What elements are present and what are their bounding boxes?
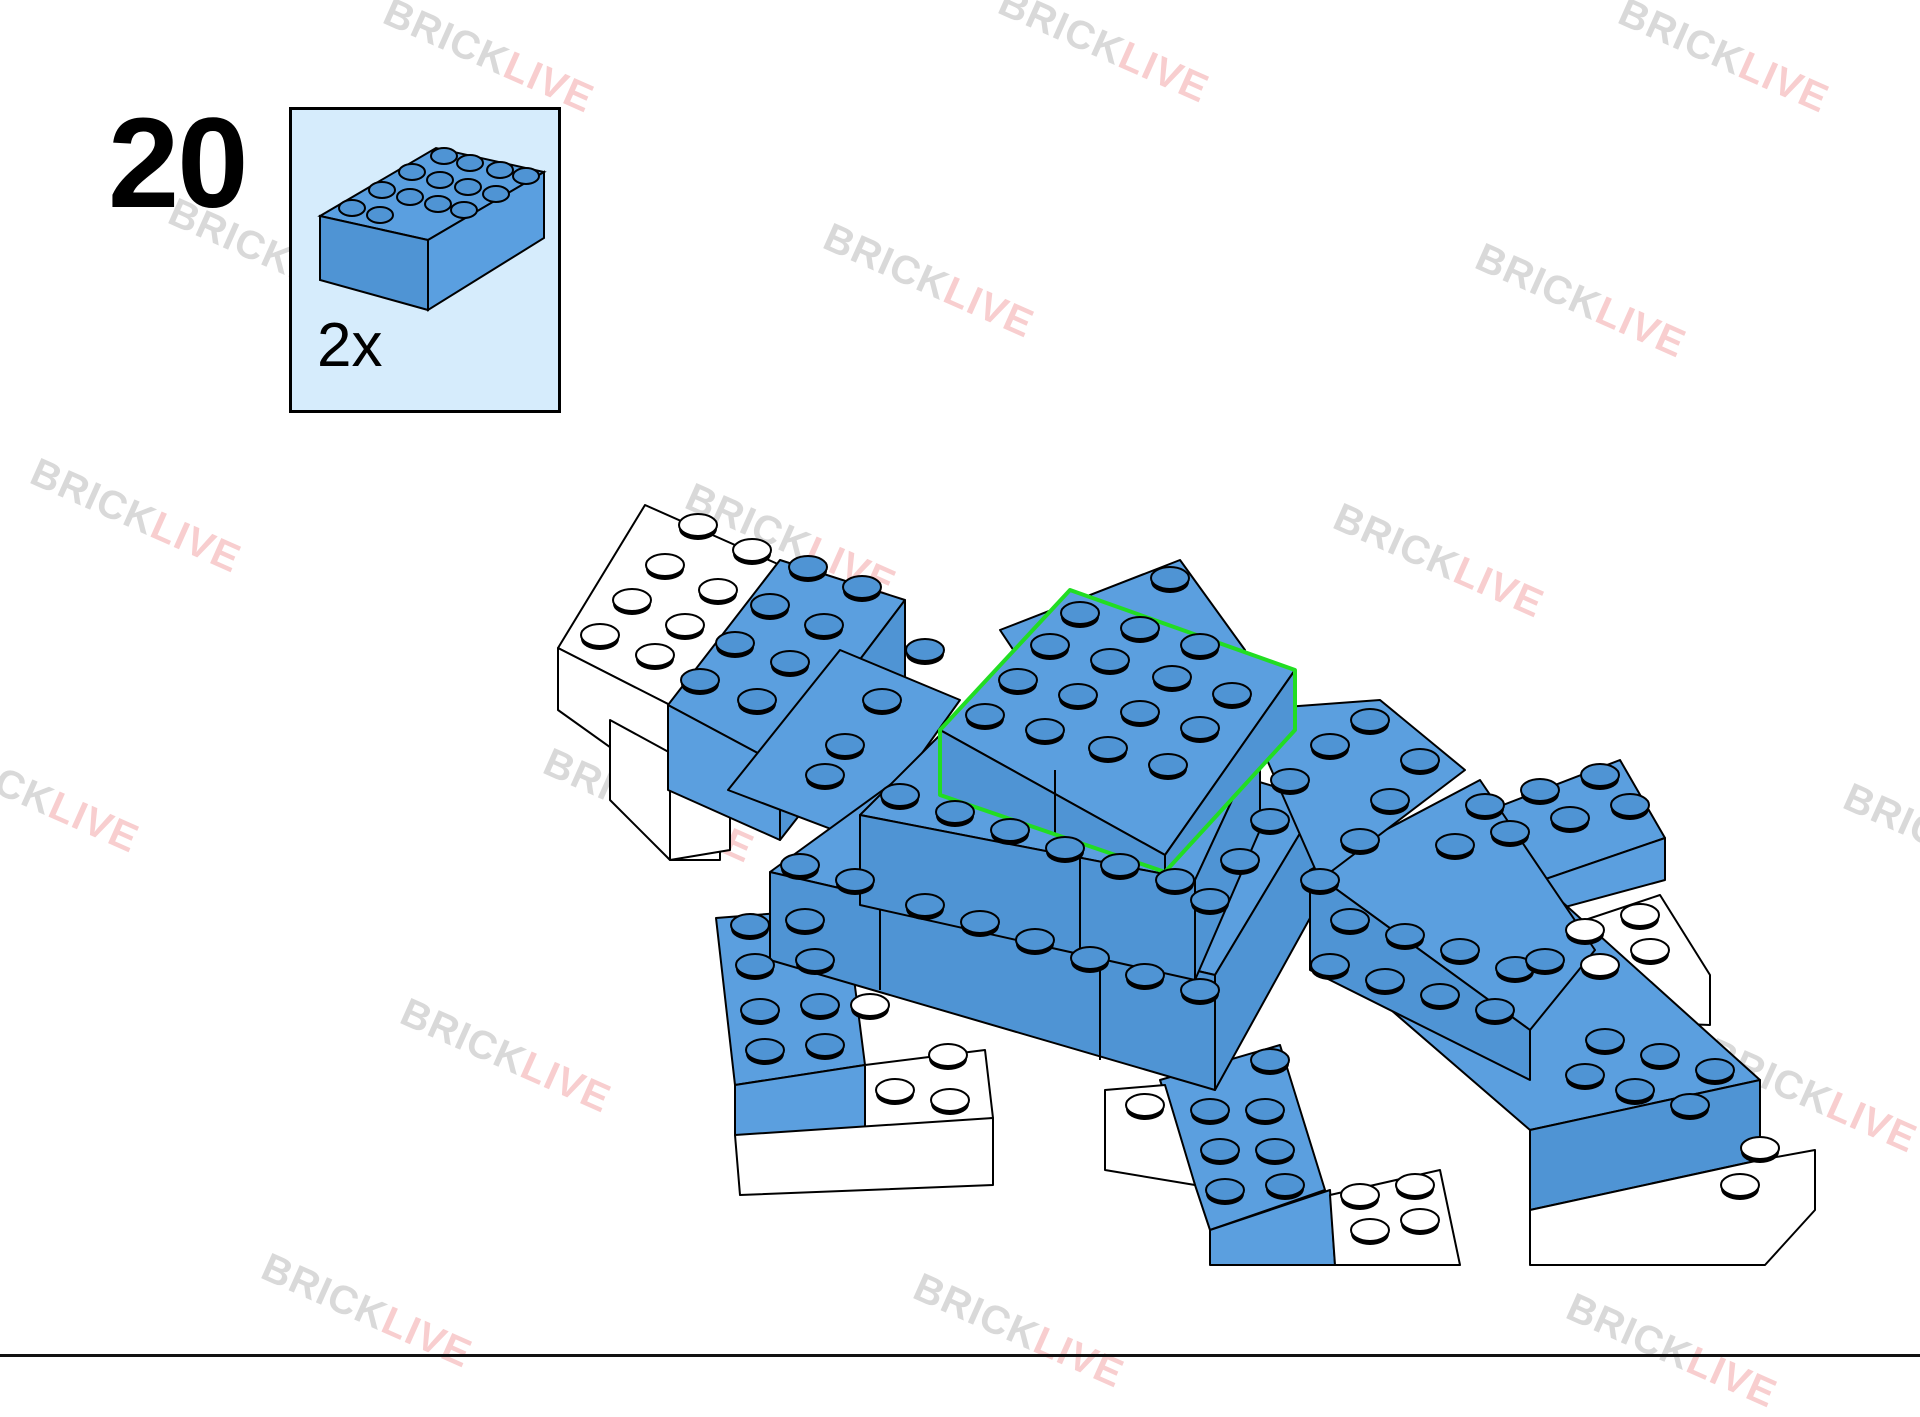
part-quantity: 2x bbox=[317, 311, 383, 380]
turtle-model-illustration bbox=[557, 504, 1816, 1266]
blue-brick-2x4-icon bbox=[317, 146, 547, 312]
step-number: 20 bbox=[108, 92, 248, 235]
page-bottom-rule bbox=[0, 1354, 1920, 1357]
parts-callout: 2x bbox=[289, 107, 561, 413]
